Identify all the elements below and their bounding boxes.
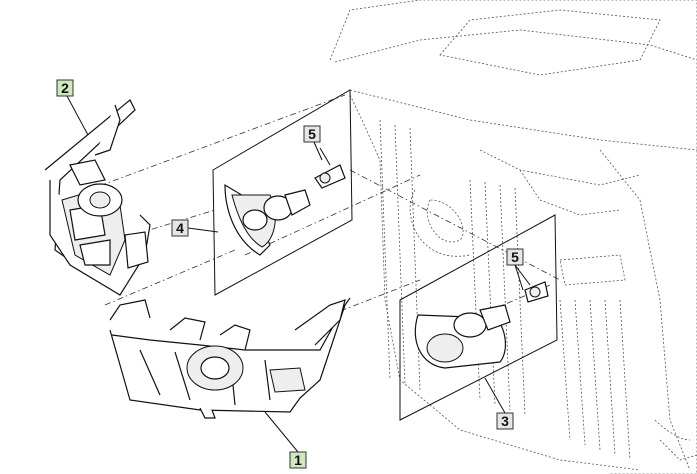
callout-3: 3 (496, 412, 514, 430)
leader-lines (66, 95, 524, 453)
callout-5-upper: 5 (303, 125, 321, 143)
callout-5-lower: 5 (506, 248, 524, 266)
svg-text:2: 2 (61, 80, 69, 96)
svg-text:5: 5 (511, 249, 519, 265)
tractor-hood-outline (329, 0, 697, 474)
detail-box-3 (399, 214, 558, 421)
headlight-assembly-upper (44, 99, 151, 296)
headlight-assembly-lower (109, 297, 351, 419)
callout-4: 4 (171, 219, 189, 237)
detail-box-4 (212, 89, 353, 296)
svg-text:1: 1 (294, 452, 302, 468)
callout-2: 2 (56, 79, 74, 97)
svg-text:5: 5 (308, 126, 316, 142)
svg-text:3: 3 (501, 413, 509, 429)
callout-1: 1 (289, 451, 307, 469)
svg-text:4: 4 (176, 220, 184, 236)
